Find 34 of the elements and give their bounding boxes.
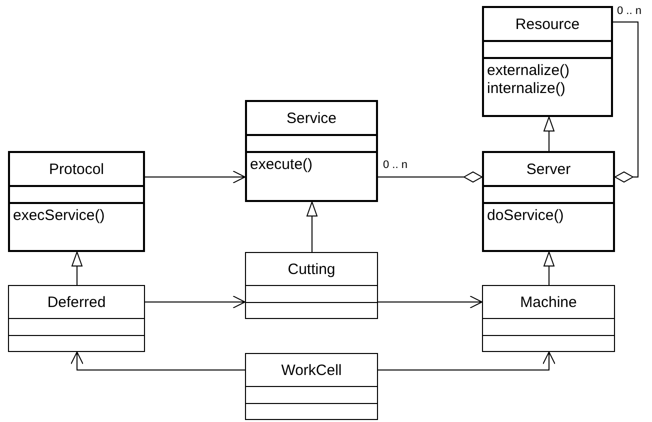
class-box — [482, 151, 615, 252]
association-arrow — [70, 352, 246, 370]
association-arrow — [378, 296, 482, 308]
class-box — [245, 353, 378, 420]
association-arrow — [144, 296, 246, 308]
class-name: Server — [526, 162, 571, 176]
multiplicity-label: 0 .. n — [616, 6, 642, 17]
method-name: execute() — [250, 156, 313, 174]
generalization-arrow — [544, 116, 554, 152]
method-name: execService() — [13, 207, 105, 225]
class-name: WorkCell — [281, 362, 342, 378]
class-name: Service — [286, 110, 337, 126]
association-arrow — [144, 170, 246, 184]
class-name: Resource — [515, 16, 580, 32]
method-name: doService() — [487, 207, 564, 225]
generalization-arrow — [544, 252, 554, 286]
association-arrow — [378, 352, 556, 370]
aggregation-line — [612, 22, 638, 182]
class-box — [245, 100, 378, 202]
class-box — [482, 6, 613, 117]
method-name: internalize() — [487, 80, 566, 98]
aggregation-line — [378, 172, 482, 182]
multiplicity-label: 0 .. n — [382, 160, 408, 171]
class-box — [8, 285, 145, 352]
class-name: Protocol — [48, 162, 104, 176]
class-box — [245, 252, 378, 319]
method-name: externalize() — [487, 62, 570, 80]
class-name: Deferred — [47, 294, 106, 310]
class-name: Machine — [520, 294, 577, 310]
generalization-arrow — [72, 252, 82, 286]
class-box — [8, 151, 145, 252]
class-name: Cutting — [288, 262, 336, 276]
class-box — [482, 285, 615, 352]
generalization-arrow — [306, 202, 318, 252]
